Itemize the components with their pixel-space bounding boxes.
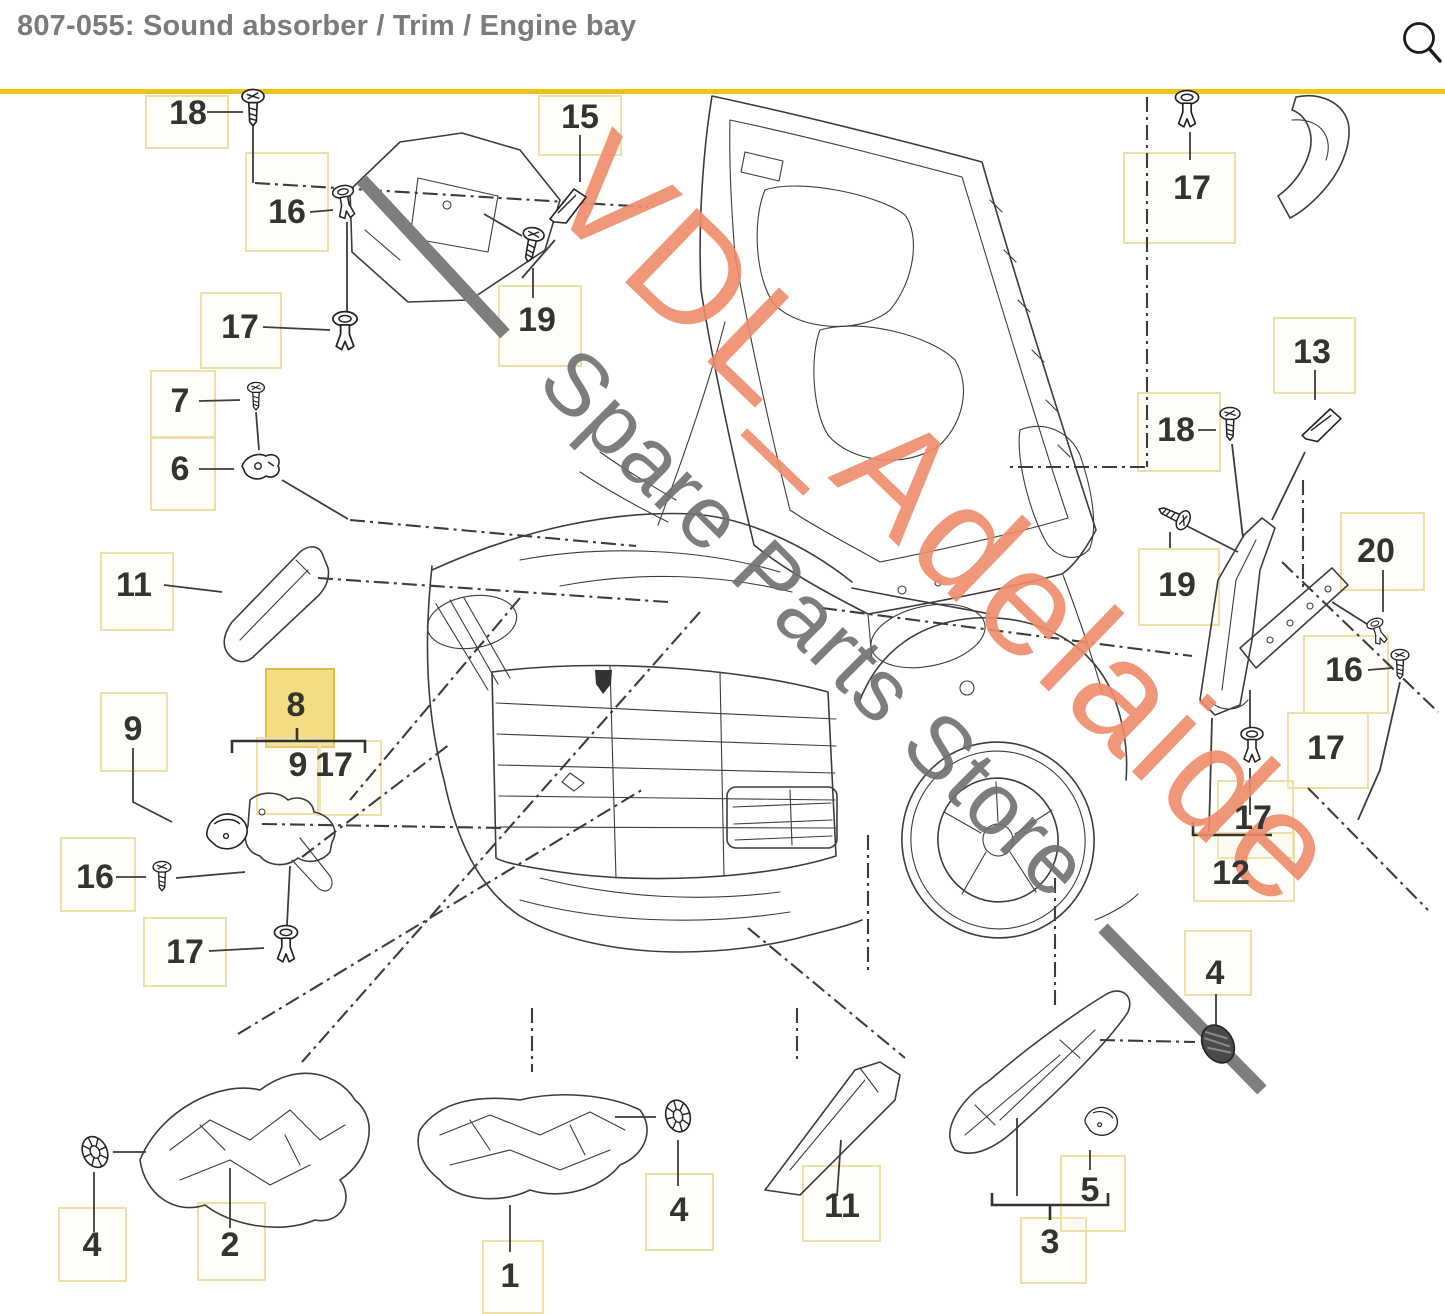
callout-box-16 xyxy=(245,152,329,252)
callout-box-18 xyxy=(1137,392,1221,472)
callout-box-5 xyxy=(1060,1155,1126,1232)
callout-box-11 xyxy=(100,552,174,631)
callout-box-16 xyxy=(60,837,136,912)
callout-3[interactable]: 3 xyxy=(1040,1223,1060,1261)
construction-lines xyxy=(237,97,1439,1072)
sill-part-3 xyxy=(949,990,1131,1154)
callout-2[interactable]: 2 xyxy=(220,1226,240,1264)
leader-lines xyxy=(93,111,1401,1252)
callout-box-7 xyxy=(150,370,216,438)
car-line-art xyxy=(426,95,1139,953)
callout-8[interactable]: 8 xyxy=(286,686,306,724)
callout-19[interactable]: 19 xyxy=(518,301,556,339)
screw-icon xyxy=(1219,406,1241,442)
callout-7[interactable]: 7 xyxy=(170,382,190,420)
callout-box-4 xyxy=(645,1173,714,1251)
screw-icon xyxy=(152,860,172,892)
callout-box-18 xyxy=(145,95,229,149)
callout-box-17 xyxy=(200,292,282,369)
hook-part xyxy=(1277,95,1350,219)
cap-icon xyxy=(1081,1103,1122,1140)
callout-box-19 xyxy=(498,285,582,367)
bracket-icon xyxy=(241,453,280,480)
callout-18[interactable]: 18 xyxy=(1157,411,1195,449)
callout-9[interactable]: 9 xyxy=(288,746,308,784)
callout-12[interactable]: 12 xyxy=(1212,854,1250,892)
part-sketches xyxy=(139,95,1350,1229)
callout-11[interactable]: 11 xyxy=(824,1187,860,1225)
cowl-trim-part xyxy=(349,132,561,303)
magnifier-icon[interactable] xyxy=(1396,14,1444,70)
callout-17[interactable]: 17 xyxy=(1307,729,1345,767)
callout-17[interactable]: 17 xyxy=(1173,169,1211,207)
callout-5[interactable]: 5 xyxy=(1080,1171,1100,1209)
callout-17[interactable]: 17 xyxy=(1234,799,1272,837)
callout-4[interactable]: 4 xyxy=(1205,954,1225,992)
clip-icon xyxy=(273,924,299,963)
wedge-icon xyxy=(1300,404,1343,446)
bracket-part-8 xyxy=(244,792,336,866)
callout-box-17 xyxy=(1123,152,1236,244)
callout-4[interactable]: 4 xyxy=(669,1191,689,1229)
callout-16[interactable]: 16 xyxy=(76,858,114,896)
absorber-part-1 xyxy=(417,1094,648,1200)
callout-box-9 xyxy=(256,737,321,815)
callout-16[interactable]: 16 xyxy=(268,193,306,231)
callout-6[interactable]: 6 xyxy=(170,450,190,488)
clip-icon xyxy=(1364,615,1391,647)
brand-crest-mark xyxy=(595,670,612,694)
absorber-part-2 xyxy=(139,1072,370,1229)
bracket-flange xyxy=(1239,567,1349,669)
screw-icon xyxy=(1390,648,1410,680)
callout-box-17 xyxy=(1217,780,1294,859)
clip-icon xyxy=(332,310,358,351)
slash-marks xyxy=(357,175,1267,1095)
callout-box-8-highlighted xyxy=(265,668,335,748)
page-title: 807-055: Sound absorber / Trim / Engine … xyxy=(17,10,637,42)
callout-11[interactable]: 11 xyxy=(116,566,152,604)
callout-box-11 xyxy=(802,1165,881,1242)
callout-20[interactable]: 20 xyxy=(1357,532,1395,570)
search-button[interactable] xyxy=(1396,14,1444,70)
callout-4[interactable]: 4 xyxy=(82,1226,102,1264)
grommet-icon xyxy=(661,1096,695,1136)
callout-17[interactable]: 17 xyxy=(221,308,259,346)
callout-15[interactable]: 15 xyxy=(561,98,599,136)
callout-box-17 xyxy=(143,917,227,987)
callout-box-12 xyxy=(1193,832,1295,902)
side-trim-part-right xyxy=(764,1061,901,1196)
callout-box-19 xyxy=(1138,548,1220,626)
screw-icon xyxy=(246,381,266,411)
callout-17[interactable]: 17 xyxy=(166,933,204,971)
callout-box-2 xyxy=(197,1202,266,1281)
callout-13[interactable]: 13 xyxy=(1293,333,1331,371)
callout-box-3 xyxy=(1020,1217,1087,1284)
callout-16[interactable]: 16 xyxy=(1325,651,1363,689)
callout-box-4 xyxy=(58,1207,127,1282)
callout-box-4 xyxy=(1184,930,1252,996)
callout-box-17 xyxy=(1287,712,1369,789)
grommet-icon xyxy=(76,1131,114,1173)
callout-9[interactable]: 9 xyxy=(123,710,143,748)
callout-1[interactable]: 1 xyxy=(500,1257,520,1295)
callout-17[interactable]: 17 xyxy=(315,746,353,784)
cap-icon xyxy=(205,813,248,850)
clip-icon xyxy=(1174,89,1200,128)
screw-icon xyxy=(241,88,265,127)
header-divider-rule xyxy=(0,89,1445,94)
callout-box-1 xyxy=(482,1240,544,1314)
callout-19[interactable]: 19 xyxy=(1158,566,1196,604)
callout-18[interactable]: 18 xyxy=(169,94,207,132)
callout-box-9 xyxy=(100,692,168,772)
side-trim-part-left xyxy=(223,546,330,663)
clip-icon xyxy=(330,183,359,221)
engine-bay-bracket-part-12 xyxy=(1199,517,1276,716)
callout-box-6 xyxy=(150,437,216,511)
